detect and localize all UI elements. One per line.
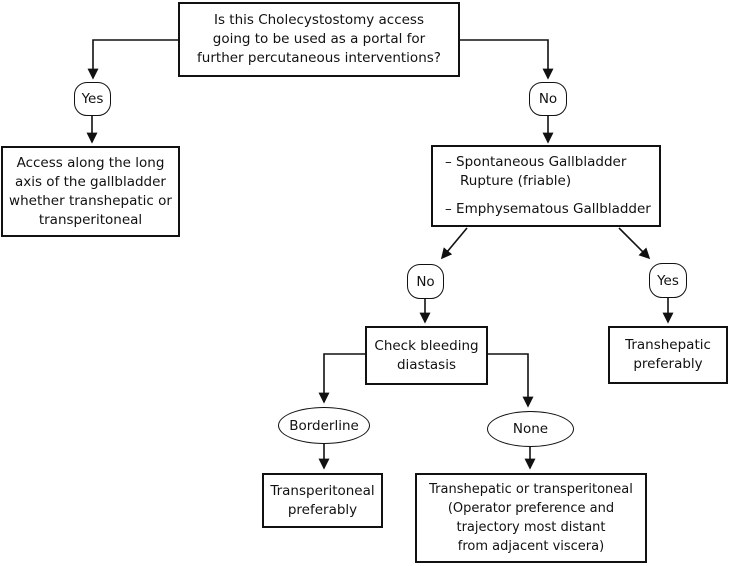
node-yes-branch-1: Yes bbox=[74, 82, 111, 116]
edge-question-no1 bbox=[460, 39, 554, 80]
condition-item-emphysematous: – Emphysematous Gallbladder bbox=[445, 201, 651, 217]
node-no-branch-1: No bbox=[529, 82, 567, 116]
node-transhepatic-preferably: Transhepatic preferably bbox=[608, 326, 728, 384]
node-access-long-axis: Access along the long axis of the gallbl… bbox=[1, 146, 180, 237]
node-conditions: – Spontaneous Gallbladder Rupture (friab… bbox=[431, 145, 661, 227]
edge-conditions-yes2 bbox=[618, 227, 651, 260]
node-transperitoneal-preferably: Transperitoneal preferably bbox=[262, 473, 383, 528]
node-check-bleeding: Check bleeding diastasis bbox=[365, 326, 488, 385]
edge-check-none bbox=[488, 353, 534, 408]
edge-conditions-no2 bbox=[440, 227, 468, 260]
node-question: Is this Cholecystostomy access going to … bbox=[178, 2, 460, 77]
condition-item-spontaneous-rupture: – Spontaneous Gallbladder Rupture (friab… bbox=[445, 154, 627, 189]
node-yes-branch-2: Yes bbox=[649, 263, 687, 298]
node-borderline: Borderline bbox=[278, 407, 370, 444]
node-none: None bbox=[487, 411, 574, 447]
edge-check-borderline bbox=[318, 353, 365, 404]
node-no-branch-2: No bbox=[407, 264, 444, 299]
edge-question-yes1 bbox=[87, 39, 178, 80]
node-final-recommendation: Transhepatic or transperitoneal (Operato… bbox=[415, 473, 647, 563]
